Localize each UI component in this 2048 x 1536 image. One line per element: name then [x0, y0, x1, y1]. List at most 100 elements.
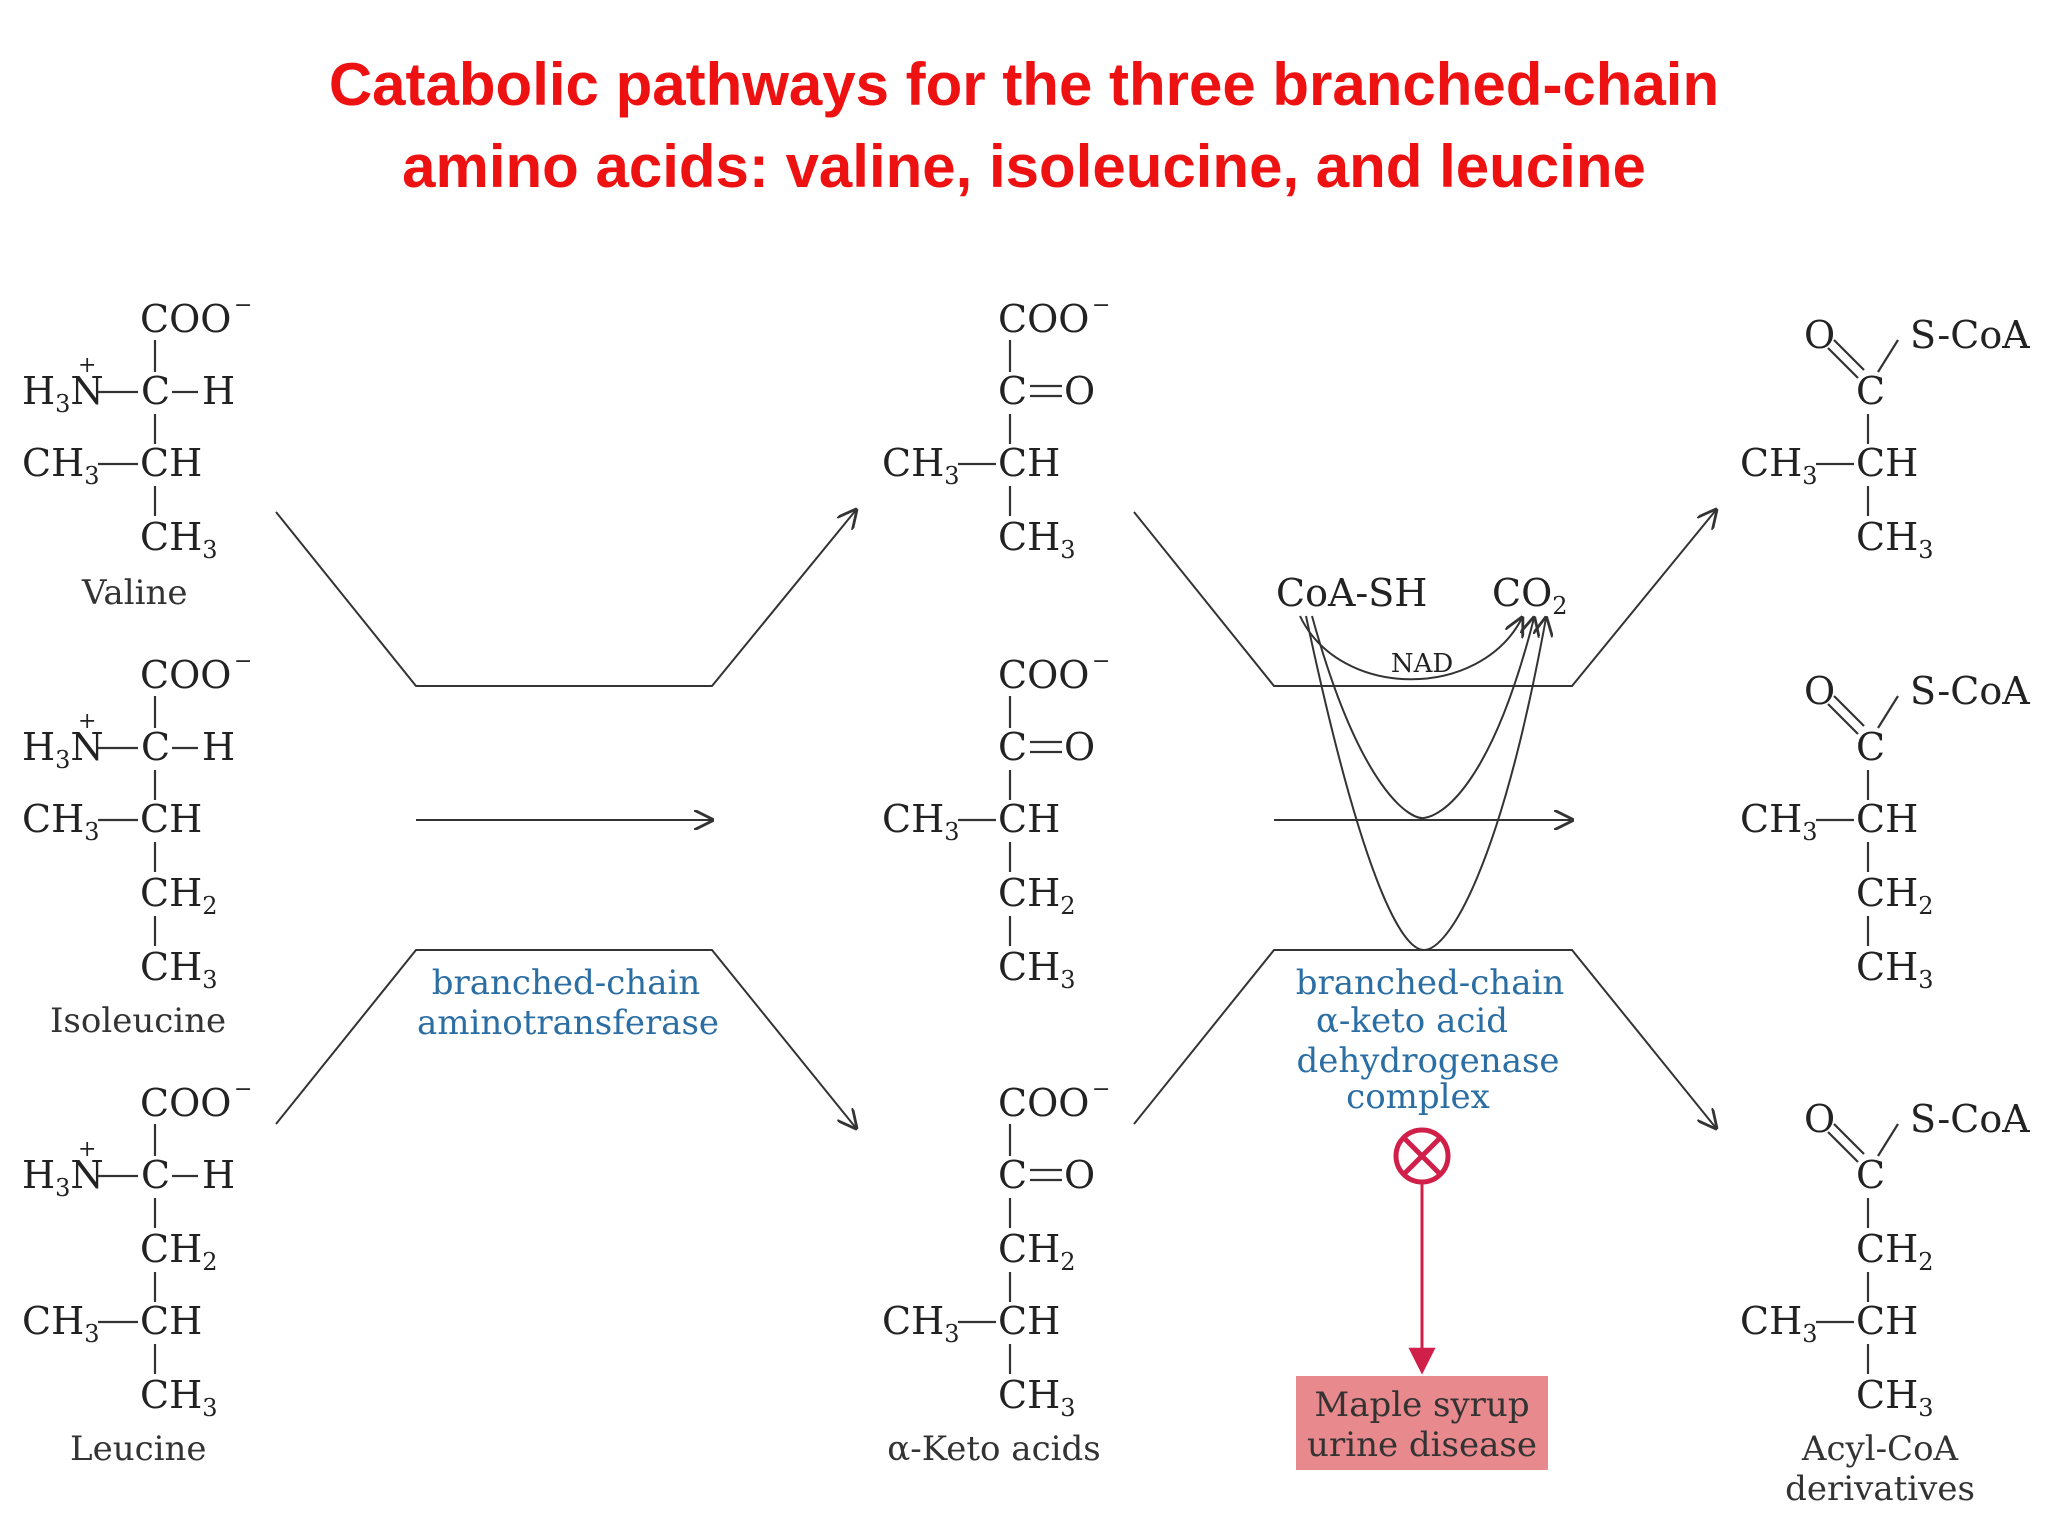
aminotransferase-label-1: branched-chain [432, 963, 700, 1003]
svg-text:CH3: CH3 [22, 1299, 100, 1348]
svg-text:CH: CH [1856, 441, 1918, 485]
svg-text:C: C [1856, 369, 1885, 413]
svg-text:CH: CH [1856, 1299, 1918, 1343]
svg-text:S-CoA: S-CoA [1910, 313, 2030, 357]
keto-acid-isoleucine: COO − C O CH3 CH CH2 CH3 [882, 649, 1110, 994]
svg-text:CH3: CH3 [882, 1299, 960, 1348]
svg-text:H3N: H3N [22, 725, 104, 774]
disease-label-2: urine disease [1307, 1425, 1537, 1465]
svg-text:COO: COO [140, 1081, 231, 1125]
svg-text:CH2: CH2 [1856, 1227, 1934, 1276]
leucine-label: Leucine [70, 1429, 207, 1469]
svg-text:CH3: CH3 [1740, 441, 1818, 490]
svg-text:COO: COO [140, 297, 231, 341]
svg-text:C: C [1856, 1153, 1885, 1197]
disease-label-1: Maple syrup [1314, 1385, 1529, 1425]
acyl-coa-isoleucine: O S-CoA C CH3 CH CH2 CH3 [1740, 669, 2030, 994]
dehydrogenase-label-3: dehydrogenase [1296, 1041, 1559, 1081]
valine-structure: COO − H3N + C H CH3 CH CH3 Valine [22, 293, 252, 613]
dehydrogenase-label-1: branched-chain [1296, 963, 1564, 1003]
svg-text:H: H [202, 369, 235, 413]
svg-text:CH: CH [140, 441, 202, 485]
svg-text:CH: CH [998, 797, 1060, 841]
svg-text:−: − [1092, 649, 1110, 674]
dehydrogenase-label-2: α-keto acid [1316, 1001, 1508, 1041]
isoleucine-structure: COO − H3N + C H CH3 CH CH2 CH3 Isoleucin… [22, 649, 252, 1041]
svg-text:−: − [234, 649, 252, 674]
svg-text:CH3: CH3 [882, 441, 960, 490]
svg-text:CH: CH [140, 797, 202, 841]
keto-acid-leucine: COO − C O CH2 CH3 CH CH3 [882, 1077, 1110, 1422]
svg-text:COO: COO [140, 653, 231, 697]
block-icon [1393, 1127, 1451, 1185]
svg-text:CH3: CH3 [1856, 945, 1934, 994]
valine-label: Valine [81, 573, 187, 613]
svg-text:CH3: CH3 [998, 515, 1076, 564]
dehydrogenase-label-4: complex [1346, 1077, 1490, 1117]
cofactor-curves: CoA-SH CO2 NAD [1276, 571, 1568, 952]
svg-text:C: C [141, 369, 170, 413]
svg-text:C: C [998, 1153, 1027, 1197]
svg-text:CH3: CH3 [882, 797, 960, 846]
isoleucine-label: Isoleucine [50, 1001, 226, 1041]
svg-text:CH3: CH3 [22, 441, 100, 490]
title-line-1: Catabolic pathways for the three branche… [328, 51, 1720, 118]
svg-text:CH3: CH3 [998, 1373, 1076, 1422]
keto-acid-valine: COO − C O CH3 CH CH3 [882, 293, 1110, 564]
svg-text:CH2: CH2 [140, 1227, 218, 1276]
svg-text:CH3: CH3 [1740, 797, 1818, 846]
svg-text:CH3: CH3 [1856, 515, 1934, 564]
svg-text:C: C [141, 1153, 170, 1197]
svg-text:O: O [1064, 369, 1095, 413]
acyl-coa-label-1: Acyl-CoA [1801, 1429, 1959, 1469]
disease-box: Maple syrup urine disease [1296, 1376, 1548, 1470]
keto-acids-label: α-Keto acids [887, 1429, 1100, 1469]
svg-text:CH3: CH3 [998, 945, 1076, 994]
acyl-coa-leucine: O S-CoA C CH2 CH3 CH CH3 [1740, 1097, 2030, 1422]
aminotransferase-arrows [275, 510, 856, 1128]
svg-text:−: − [234, 1077, 252, 1102]
svg-text:C: C [141, 725, 170, 769]
page-title: Catabolic pathways for the three branche… [0, 44, 2048, 208]
svg-text:CH3: CH3 [22, 797, 100, 846]
acyl-coa-valine: O S-CoA C CH3 CH CH3 [1740, 313, 2030, 564]
svg-text:CH2: CH2 [998, 871, 1076, 920]
svg-text:C: C [998, 725, 1027, 769]
svg-text:+: + [78, 353, 96, 378]
svg-text:O: O [1064, 725, 1095, 769]
svg-text:−: − [1092, 1077, 1110, 1102]
svg-text:CH3: CH3 [1740, 1299, 1818, 1348]
svg-text:COO: COO [998, 297, 1089, 341]
title-line-2: amino acids: valine, isoleucine, and leu… [402, 133, 1646, 200]
svg-text:CH: CH [140, 1299, 202, 1343]
svg-text:CH3: CH3 [140, 515, 218, 564]
nad-label: NAD [1391, 649, 1453, 679]
svg-text:H: H [202, 1153, 235, 1197]
co2-label: CO2 [1492, 571, 1568, 620]
svg-text:C: C [1856, 725, 1885, 769]
svg-text:H3N: H3N [22, 1153, 104, 1202]
svg-text:CH3: CH3 [1856, 1373, 1934, 1422]
svg-text:+: + [78, 709, 96, 734]
svg-text:CH2: CH2 [998, 1227, 1076, 1276]
svg-text:CH2: CH2 [1856, 871, 1934, 920]
svg-text:−: − [234, 293, 252, 318]
acyl-coa-label-2: derivatives [1785, 1469, 1975, 1509]
svg-text:CH2: CH2 [140, 871, 218, 920]
svg-text:CH: CH [998, 1299, 1060, 1343]
svg-text:CH3: CH3 [140, 945, 218, 994]
aminotransferase-label-2: aminotransferase [417, 1003, 719, 1043]
svg-text:COO: COO [998, 1081, 1089, 1125]
leucine-structure: COO − H3N + C H CH2 CH3 CH CH3 Leucine [22, 1077, 252, 1469]
svg-text:COO: COO [998, 653, 1089, 697]
svg-text:+: + [78, 1137, 96, 1162]
svg-text:CH: CH [1856, 797, 1918, 841]
svg-text:C: C [998, 369, 1027, 413]
svg-text:CH3: CH3 [140, 1373, 218, 1422]
svg-text:O: O [1064, 1153, 1095, 1197]
svg-text:H: H [202, 725, 235, 769]
svg-text:S-CoA: S-CoA [1910, 1097, 2030, 1141]
svg-text:CH: CH [998, 441, 1060, 485]
svg-text:−: − [1092, 293, 1110, 318]
svg-text:S-CoA: S-CoA [1910, 669, 2030, 713]
